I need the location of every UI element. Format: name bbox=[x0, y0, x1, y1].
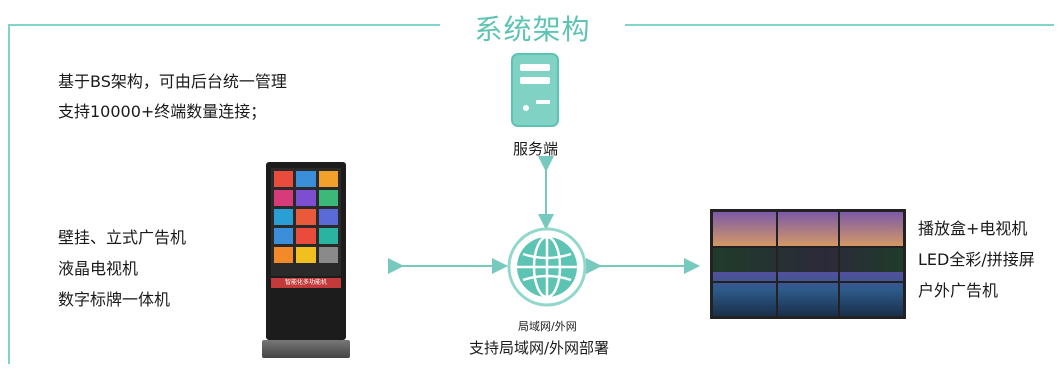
kiosk-banner: 智能化多功能机 bbox=[271, 278, 341, 288]
globe-icon bbox=[507, 227, 587, 307]
server-label: 服务端 bbox=[513, 140, 559, 158]
video-wall-image bbox=[713, 212, 903, 316]
server-icon bbox=[511, 53, 559, 127]
right-device-item: 户外广告机 bbox=[918, 281, 999, 300]
left-device-item: 数字标牌一体机 bbox=[58, 290, 171, 309]
network-caption: 支持局域网/外网部署 bbox=[469, 339, 610, 357]
right-device-item: 播放盒+电视机 bbox=[918, 219, 1028, 238]
intro-line-2: 支持10000+终端数量连接； bbox=[58, 102, 267, 121]
left-device-item: 液晶电视机 bbox=[58, 259, 139, 278]
title-gap bbox=[440, 14, 625, 36]
kiosk-device: 智能化多功能机 bbox=[262, 162, 350, 360]
right-device-item: LED全彩/拼接屏 bbox=[918, 250, 1035, 269]
left-device-item: 壁挂、立式广告机 bbox=[58, 228, 187, 247]
intro-line-1: 基于BS架构，可由后台统一管理 bbox=[58, 72, 287, 91]
network-label: 局域网/外网 bbox=[518, 320, 577, 333]
left-device-list: 壁挂、立式广告机 液晶电视机 数字标牌一体机 bbox=[58, 222, 186, 315]
video-wall bbox=[710, 209, 906, 319]
right-device-list: 播放盒+电视机 LED全彩/拼接屏 户外广告机 bbox=[918, 213, 1035, 306]
page-title: 系统架构 bbox=[474, 13, 591, 46]
kiosk-screen bbox=[271, 168, 341, 276]
